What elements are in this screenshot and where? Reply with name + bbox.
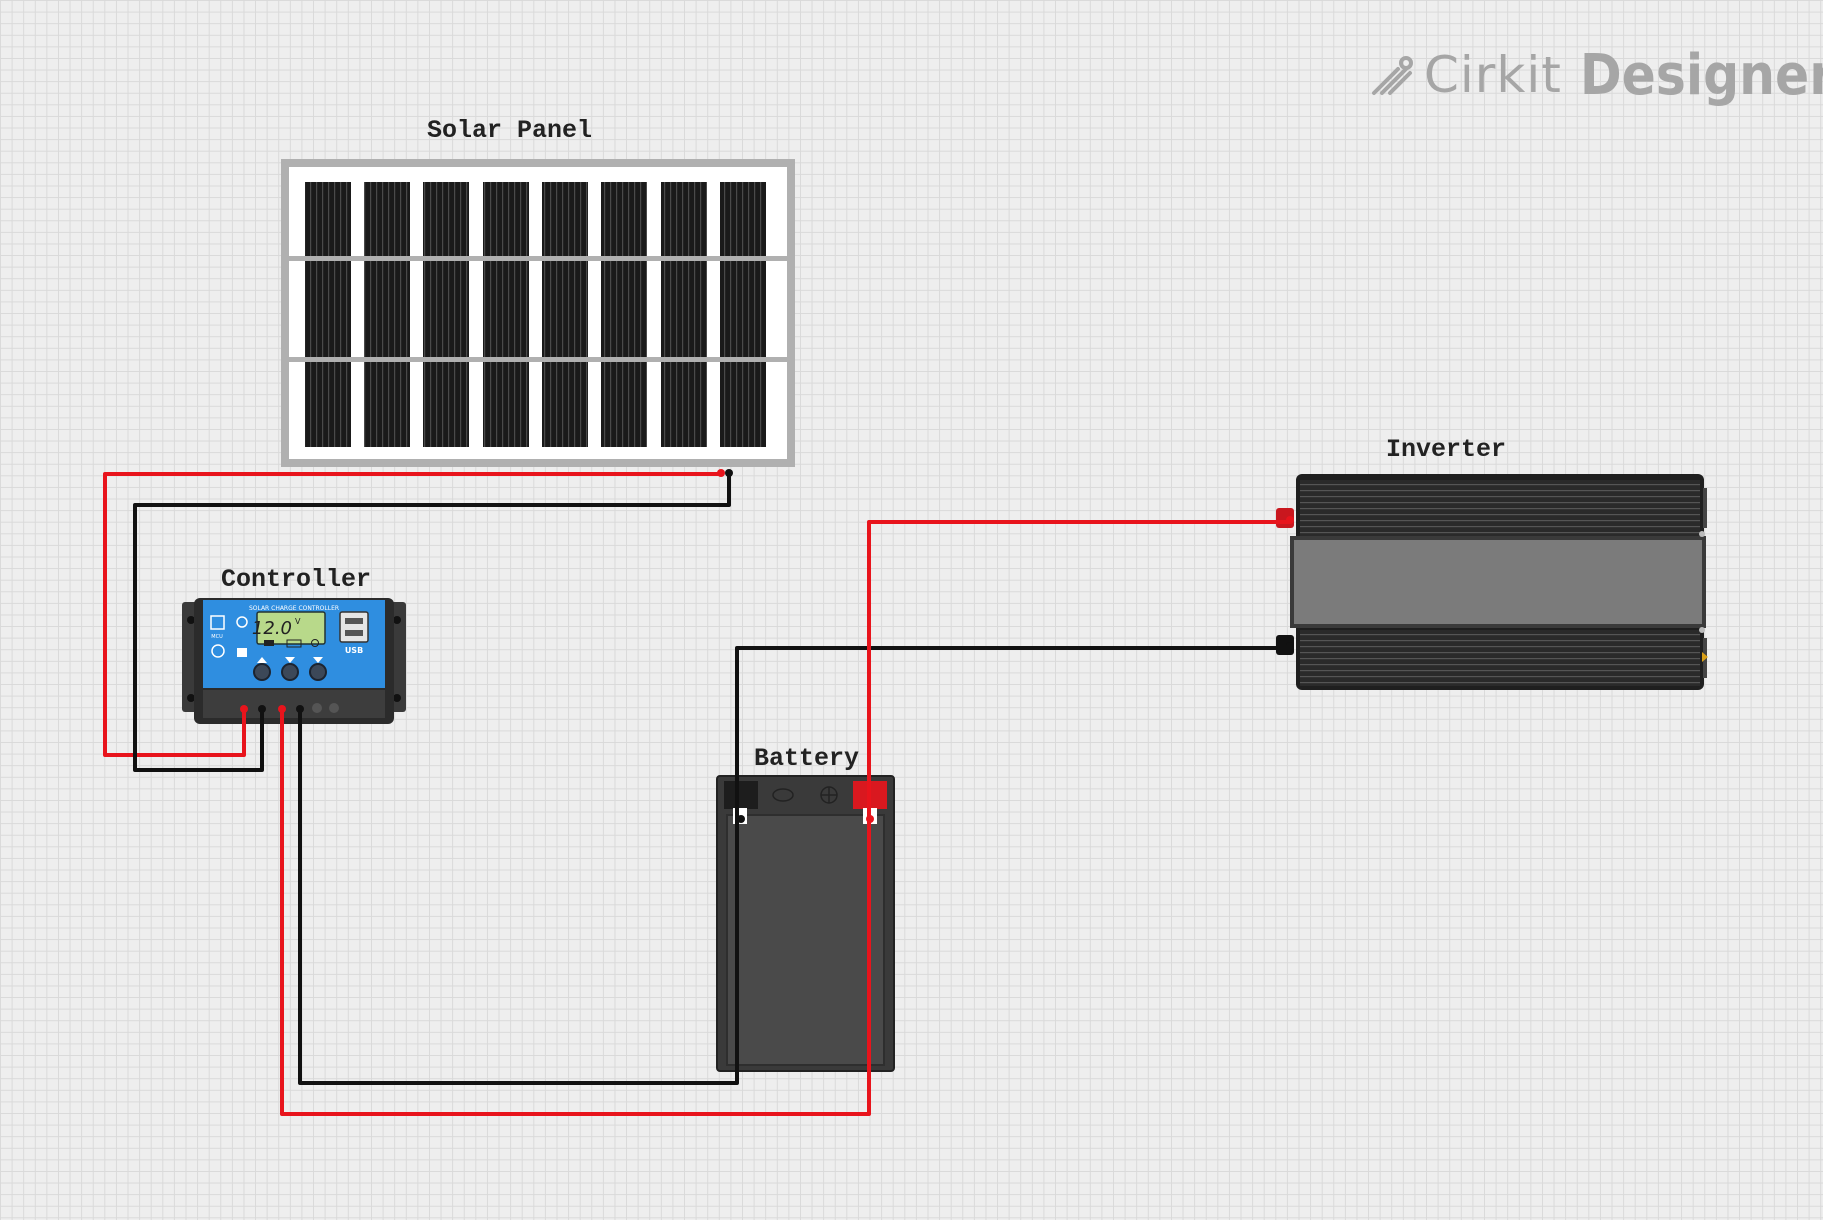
inverter-label: Inverter bbox=[1386, 435, 1507, 464]
settings-gear-icon bbox=[236, 616, 248, 628]
controller-lcd bbox=[256, 611, 326, 645]
lock-icon bbox=[237, 648, 247, 657]
lcd-status-icons bbox=[264, 639, 319, 648]
mcu-label: MCU bbox=[211, 634, 223, 640]
clock-icon bbox=[211, 644, 225, 658]
inverter[interactable] bbox=[1276, 474, 1708, 690]
solar-panel[interactable] bbox=[281, 159, 795, 477]
controller-down-button[interactable] bbox=[309, 663, 327, 681]
battery-label: Battery bbox=[754, 744, 860, 773]
pencil-stripes-icon bbox=[1372, 56, 1413, 95]
cirkit-designer-logo: Cirkit Designer bbox=[1368, 40, 1823, 110]
charge-controller[interactable]: SOLAR CHARGE CONTROLLER MCU 12.0 V USB bbox=[182, 598, 406, 724]
usb-label: USB bbox=[345, 646, 363, 655]
brand-cirkit-text: Cirkit bbox=[1424, 46, 1562, 104]
wire-solar-negative[interactable] bbox=[133, 473, 731, 772]
brand-designer-text: Designer bbox=[1579, 42, 1823, 108]
controller-up-button[interactable] bbox=[281, 663, 299, 681]
wire-controller-battery-positive[interactable] bbox=[280, 520, 1290, 1116]
lcd-voltage-value: 12.0 bbox=[252, 618, 292, 639]
controller-menu-button[interactable] bbox=[253, 663, 271, 681]
solar-panel-label: Solar Panel bbox=[427, 116, 593, 145]
wire-controller-battery-negative[interactable] bbox=[298, 646, 1290, 1085]
controller-label: Controller bbox=[221, 565, 372, 594]
usb-port bbox=[339, 611, 369, 643]
lcd-voltage-unit: V bbox=[295, 617, 301, 626]
solar-cells bbox=[305, 182, 766, 447]
battery[interactable] bbox=[716, 775, 895, 1072]
controller-header-text: SOLAR CHARGE CONTROLLER bbox=[249, 605, 339, 612]
controller-left-icons: MCU bbox=[210, 615, 248, 658]
wire-solar-positive[interactable] bbox=[103, 472, 723, 757]
battery-negative-post bbox=[724, 781, 758, 809]
